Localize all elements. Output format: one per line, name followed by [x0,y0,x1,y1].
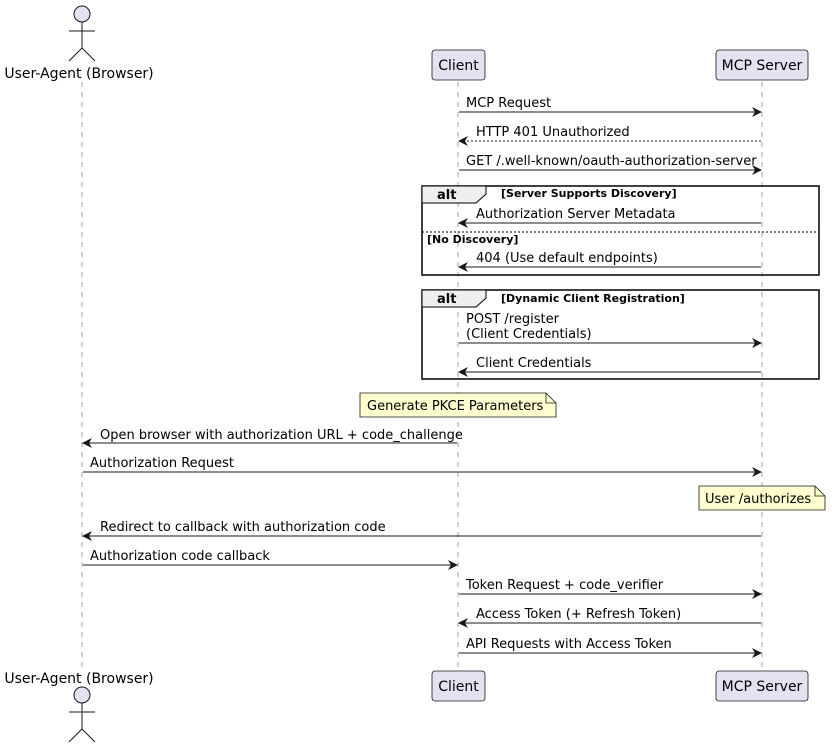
client-participant-top: Client [431,49,486,81]
note-pkce-text: Generate PKCE Parameters [367,399,544,414]
client-label-bottom: Client [438,679,479,695]
user-agent-label-top: User-Agent (Browser) [4,66,153,82]
msg-404-label: 404 (Use default endpoints) [476,251,658,266]
msg-client-credentials-label: Client Credentials [476,356,592,371]
actor-head-icon [73,5,91,23]
msg-get-well-known-label: GET /.well-known/oauth-authorization-ser… [466,154,757,169]
note-authorize-text: User /authorizes [705,492,811,507]
alt-fragment-discovery: alt [Server Supports Discovery] [No Disc… [421,185,820,276]
msg-open-browser-label: Open browser with authorization URL + co… [100,428,463,443]
alt-keyword: alt [437,188,456,203]
user-agent-actor-top: User-Agent (Browser) [4,5,154,82]
msg-access-token-label: Access Token (+ Refresh Token) [476,607,681,622]
alt-keyword: alt [437,292,456,307]
msg-http-401-label: HTTP 401 Unauthorized [476,125,630,140]
msg-api-requests-label: API Requests with Access Token [466,637,672,652]
msg-mcp-request-label: MCP Request [466,96,551,111]
note-pkce: Generate PKCE Parameters [359,392,557,418]
user-agent-label-bottom: User-Agent (Browser) [4,671,153,687]
msg-as-metadata-label: Authorization Server Metadata [476,207,676,222]
server-participant-bottom: MCP Server [715,670,809,702]
msg-post-register-label-line2: (Client Credentials) [466,327,592,342]
client-label-top: Client [438,58,479,74]
server-label-bottom: MCP Server [722,679,803,695]
msg-post-register-label: POST /register [466,312,560,327]
server-label-top: MCP Server [722,58,803,74]
user-agent-actor-bottom: User-Agent (Browser) [4,671,154,743]
msg-code-callback-label: Authorization code callback [90,549,270,564]
client-participant-bottom: Client [431,670,486,702]
msg-redirect-label: Redirect to callback with authorization … [100,520,386,535]
actor-head-icon [73,686,91,704]
note-authorize: User /authorizes [698,485,826,511]
msg-token-request-label: Token Request + code_verifier [465,578,664,593]
server-participant-top: MCP Server [715,49,809,81]
alt-fragment-registration: alt [Dynamic Client Registration] [421,289,820,380]
alt-condition-no-discovery: [No Discovery] [427,233,518,246]
alt-condition-discovery: [Server Supports Discovery] [501,187,677,200]
msg-authorization-request-label: Authorization Request [90,456,234,471]
alt-condition-registration: [Dynamic Client Registration] [501,292,685,305]
